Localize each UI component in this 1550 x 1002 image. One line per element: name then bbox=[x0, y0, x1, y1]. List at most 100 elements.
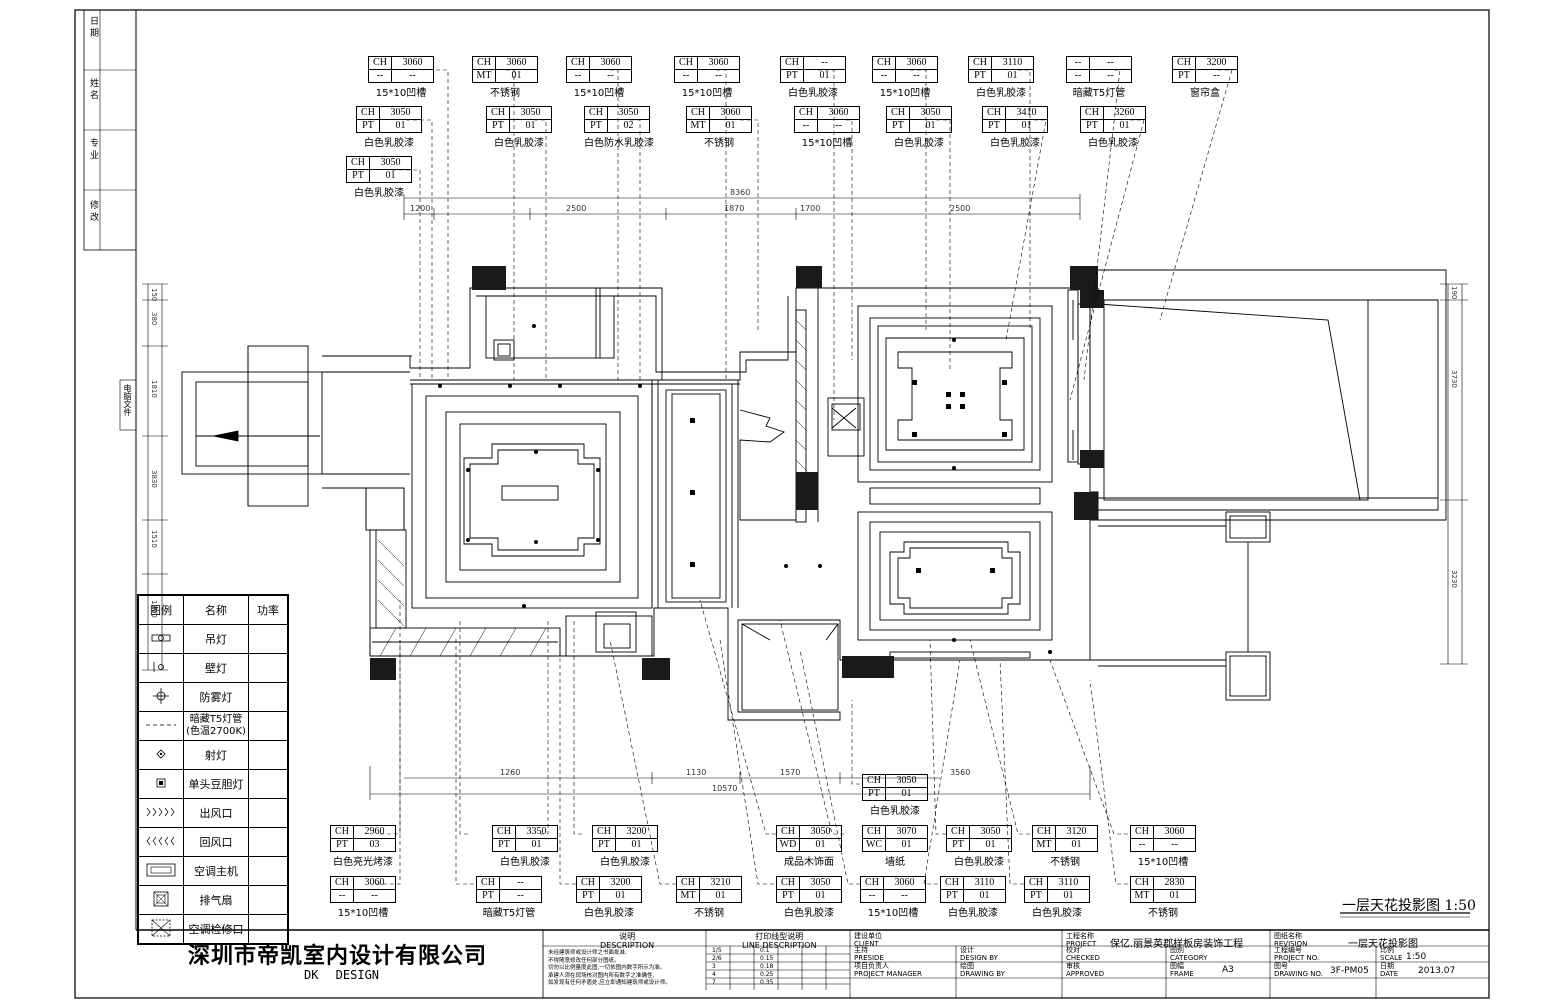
tag-value: 3050 bbox=[799, 825, 842, 839]
tag-value: 3060 bbox=[817, 106, 860, 120]
dim-top-seg-5: 2500 bbox=[950, 204, 971, 213]
tag-label: 白色乳胶漆 bbox=[870, 806, 920, 817]
tag-value: -- bbox=[817, 119, 860, 133]
tag-code: CH bbox=[476, 876, 500, 890]
tag-code: CH bbox=[776, 825, 800, 839]
tag-code: CH bbox=[686, 106, 710, 120]
dim-left-2: 380 bbox=[150, 312, 158, 326]
tag-value: 01 bbox=[509, 119, 552, 133]
tb-line-pen: 1/5 bbox=[712, 947, 722, 954]
drawing-title: 一层天花投影图 1:50 bbox=[1342, 898, 1476, 914]
tag-label: 15*10凹槽 bbox=[573, 88, 625, 99]
tag-code: CH bbox=[472, 56, 496, 70]
tag-code: CH bbox=[492, 825, 516, 839]
tag-code: CH bbox=[330, 876, 354, 890]
material-tag: CH--PT--暗藏T5灯管 bbox=[476, 876, 542, 919]
tag-value: 01 bbox=[379, 119, 422, 133]
tb-line-width: 0.35 bbox=[760, 979, 774, 986]
tag-label: 不锈钢 bbox=[1050, 857, 1080, 868]
tb-project-value: 保亿.丽景英郡样板房装饰工程 bbox=[1110, 939, 1244, 950]
tag-code: CH bbox=[968, 56, 992, 70]
dim-left-5: 1510 bbox=[150, 530, 158, 548]
tag-code: -- bbox=[674, 69, 698, 83]
tb-approved-label: 审核 APPROVED bbox=[1066, 962, 1105, 978]
light-fixtures bbox=[438, 324, 1052, 654]
tag-code: CH bbox=[776, 876, 800, 890]
tag-label: 白色乳胶漆 bbox=[976, 88, 1026, 99]
tag-code: MT bbox=[676, 889, 700, 903]
tb-line-width: 0.18 bbox=[760, 963, 774, 970]
dim-top-seg-3: 1870 bbox=[724, 204, 745, 213]
tb-date-value: 2013.07 bbox=[1418, 966, 1456, 976]
tag-code: PT bbox=[946, 838, 970, 852]
tb-line-pen: 7 bbox=[712, 979, 716, 986]
tb-line-width: 0.15 bbox=[760, 955, 774, 962]
dim-left-3: 1810 bbox=[150, 380, 158, 398]
tag-label: 15*10凹槽 bbox=[867, 908, 919, 919]
tag-code: -- bbox=[860, 889, 884, 903]
tb-project-label: 工程名称 PROJECT bbox=[1066, 932, 1097, 948]
tag-label: 白色防水乳胶漆 bbox=[584, 138, 654, 149]
tag-label: 窗帘盒 bbox=[1190, 88, 1220, 99]
tag-value: 3050 bbox=[909, 106, 952, 120]
tag-value: 3410 bbox=[1005, 106, 1048, 120]
dim-top-seg-4: 1700 bbox=[800, 204, 821, 213]
tag-code: -- bbox=[330, 889, 354, 903]
legend-name: 回风口 bbox=[183, 827, 249, 857]
dim-right-3: 3230 bbox=[1450, 570, 1458, 588]
tag-label: 白色乳胶漆 bbox=[788, 88, 838, 99]
tag-code: CH bbox=[862, 825, 886, 839]
dim-top-overall: 8360 bbox=[730, 188, 751, 197]
tag-label: 白色乳胶漆 bbox=[954, 857, 1004, 868]
pendant-lamp-icon bbox=[151, 634, 171, 641]
tag-value: 3050 bbox=[799, 876, 842, 890]
tb-revision-value: 一层天花投影图 bbox=[1348, 939, 1418, 950]
tag-code: CH bbox=[584, 106, 608, 120]
tag-code: -- bbox=[1066, 69, 1090, 83]
wall-lamp-icon bbox=[153, 661, 164, 672]
tag-label: 15*10凹槽 bbox=[1137, 857, 1189, 868]
tag-value: 2830 bbox=[1153, 876, 1196, 890]
company-name-cn: 深圳市帝凯室内设计有限公司 bbox=[188, 944, 488, 969]
tag-value: 01 bbox=[1047, 889, 1090, 903]
tag-value: 3050 bbox=[885, 774, 928, 788]
tag-code: -- bbox=[1066, 56, 1090, 70]
ceiling-plan bbox=[181, 269, 1447, 721]
dim-right-1: 190 bbox=[1450, 286, 1458, 300]
tag-code: CH bbox=[486, 106, 510, 120]
tag-code: PT bbox=[862, 787, 886, 801]
legend-name: 吊灯 bbox=[183, 624, 249, 654]
material-tag: --------暗藏T5灯管 bbox=[1066, 56, 1132, 99]
dimension-lines bbox=[142, 194, 1468, 800]
tag-code: CH bbox=[794, 106, 818, 120]
spotlight-icon bbox=[156, 748, 166, 759]
tag-value: 3050 bbox=[509, 106, 552, 120]
tag-value: 01 bbox=[495, 69, 538, 83]
tag-value: 3050 bbox=[379, 106, 422, 120]
supply-air-icon bbox=[146, 807, 175, 816]
tag-code: MT bbox=[686, 119, 710, 133]
tag-value: -- bbox=[1089, 69, 1132, 83]
computer-file-label: 电脑文件 bbox=[123, 384, 132, 416]
tag-value: 01 bbox=[969, 838, 1012, 852]
dim-left-1: 150 bbox=[150, 288, 158, 302]
tag-code: WD bbox=[776, 838, 800, 852]
tag-value: -- bbox=[499, 876, 542, 890]
revision-label-modify: 修 改 bbox=[88, 200, 98, 221]
tag-code: CH bbox=[576, 876, 600, 890]
revision-label-name: 姓 名 bbox=[88, 78, 98, 99]
tag-label: 墙纸 bbox=[885, 857, 905, 868]
dim-bottom-seg-4: 3560 bbox=[950, 768, 971, 777]
